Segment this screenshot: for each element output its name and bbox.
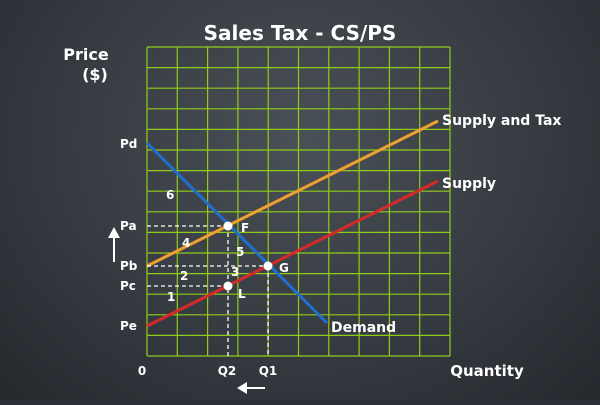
price-label-pa: Pa [120,219,137,233]
point-l [223,281,233,291]
arrow-up-icon [108,227,120,262]
point-l-label: L [238,287,246,301]
price-label-pe: Pe [120,319,137,333]
grid [146,46,451,357]
region-4: 4 [182,236,190,250]
region-3: 3 [231,265,239,279]
supply-and-tax-curve [146,119,439,268]
demand-label: Demand [331,320,396,336]
quantity-label-q2: Q2 [218,364,237,378]
supply-label: Supply [442,176,496,192]
demand-curve [145,141,329,325]
point-f-label: F [241,221,249,235]
point-f [223,221,233,231]
point-g-label: G [279,261,289,275]
arrow-left-icon [237,382,265,394]
price-label-pc: Pc [120,279,136,293]
y-axis-label: Price [63,45,109,64]
supply-curve [146,179,439,328]
region-5: 5 [236,245,244,259]
price-label-pd: Pd [120,137,137,151]
region-2: 2 [180,269,188,283]
region-1: 1 [167,290,175,304]
x-axis-origin: 0 [138,364,146,378]
point-g [263,261,273,271]
quantity-label-q1: Q1 [259,364,278,378]
diagram-title: Sales Tax - CS/PS [204,21,397,45]
supply-and-tax-label: Supply and Tax [442,113,561,129]
guide-lines [147,225,269,356]
x-axis-label: Quantity [450,362,524,380]
price-label-pb: Pb [120,259,138,273]
region-6: 6 [166,188,174,202]
y-axis-unit: ($) [82,65,108,84]
